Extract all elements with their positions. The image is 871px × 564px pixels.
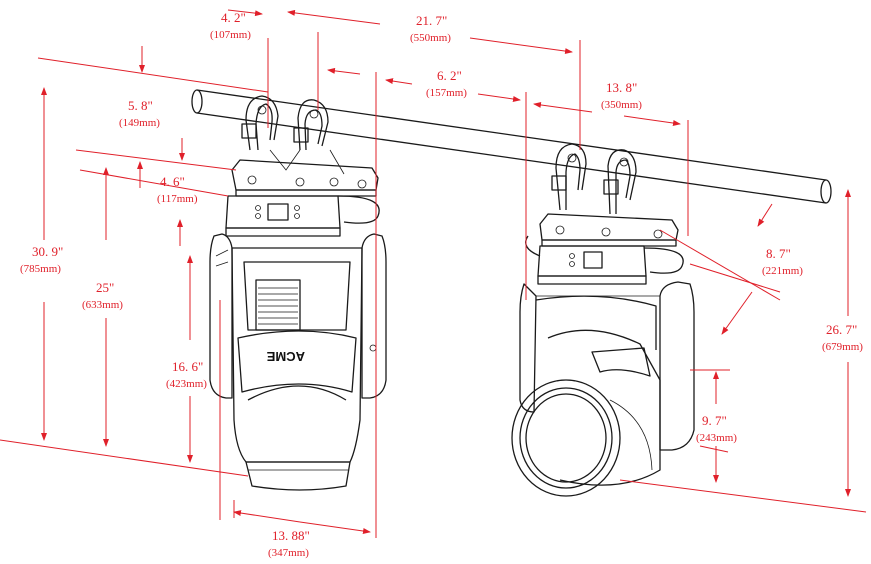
left-head: ACME: [231, 247, 363, 491]
dim-4-2-inch: 4. 2": [221, 10, 246, 25]
dimension-labels: 4. 2" (107mm) 21. 7" (550mm) 6. 2" (157m…: [20, 10, 863, 559]
dim-4-2-mm: (107mm): [210, 29, 251, 41]
fixture-front-view: ACME: [209, 95, 387, 491]
right-bracket-plate: [539, 213, 679, 247]
dim-6-2-inch: 6. 2": [437, 68, 462, 83]
dim-5-8-inch: 5. 8": [128, 98, 153, 113]
dim-4-6-mm: (117mm): [157, 193, 198, 205]
dim-25-inch: 25": [96, 280, 114, 295]
right-yoke: [519, 281, 695, 451]
dim-6-2-mm: (157mm): [426, 87, 467, 99]
dimension-lines: [0, 9, 867, 538]
left-clamps: [241, 95, 329, 151]
left-bracket-plate: [231, 149, 379, 197]
dim-30-9-inch: 30. 9": [32, 244, 63, 259]
dim-13-8-inch: 13. 8": [606, 80, 637, 95]
dim-5-8-mm: (149mm): [119, 117, 160, 129]
dim-16-6-inch: 16. 6": [172, 359, 203, 374]
dim-8-7-inch: 8. 7": [766, 246, 791, 261]
dim-21-7-inch: 21. 7": [416, 13, 447, 28]
truss-pipe: [191, 89, 832, 204]
dim-30-9-mm: (785mm): [20, 263, 61, 275]
dim-9-7-inch: 9. 7": [702, 413, 727, 428]
dim-26-7-inch: 26. 7": [826, 322, 857, 337]
dim-13-8-mm: (350mm): [601, 99, 642, 111]
dim-9-7-mm: (243mm): [696, 432, 737, 444]
fixture-side-view: [511, 143, 695, 497]
dim-26-7-mm: (679mm): [822, 341, 863, 353]
dim-13-88-mm: (347mm): [268, 547, 309, 559]
dim-25-mm: (633mm): [82, 299, 123, 311]
right-clamps: [551, 143, 637, 215]
logo-mirrored: ACME: [266, 349, 305, 364]
left-yoke: [209, 233, 387, 399]
dim-16-6-mm: (423mm): [166, 378, 207, 390]
dim-4-6-inch: 4. 6": [160, 174, 185, 189]
right-control-box: [525, 235, 684, 285]
left-control-box: [225, 195, 380, 237]
dim-8-7-mm: (221mm): [762, 265, 803, 277]
dim-21-7-mm: (550mm): [410, 32, 451, 44]
dim-13-88-inch: 13. 88": [272, 528, 310, 543]
right-head: [511, 329, 661, 497]
